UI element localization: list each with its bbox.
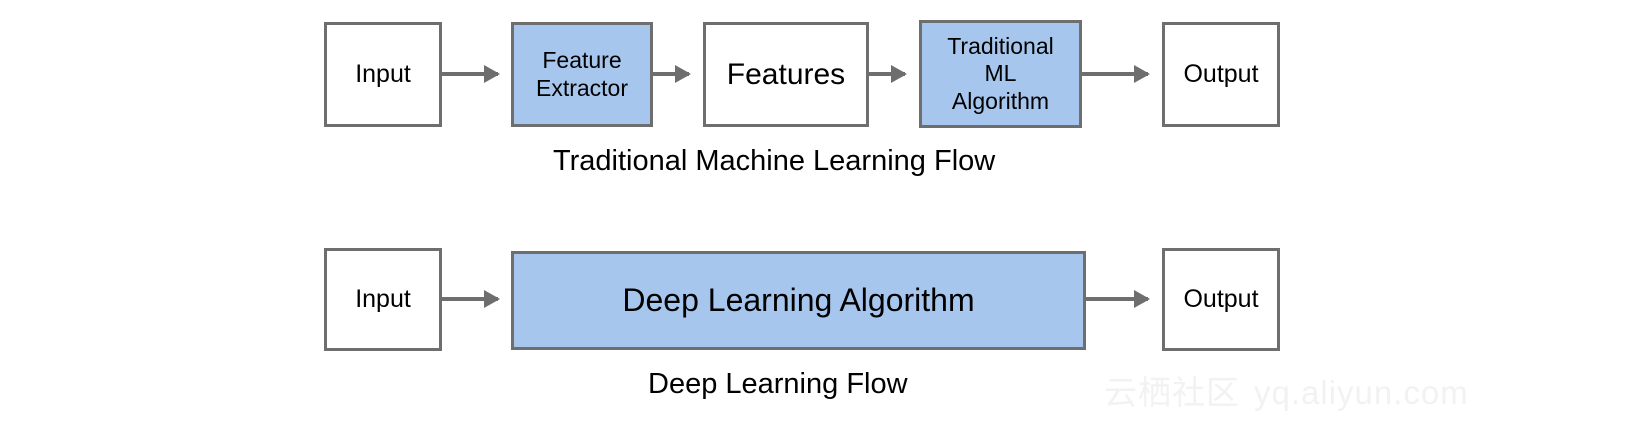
watermark-site-name-cn: 云栖社区	[1104, 374, 1240, 411]
node-input-deep-learning: Input	[324, 248, 442, 351]
node-output-deep-learning: Output	[1162, 248, 1280, 351]
arrow-traditional-ml-to-output	[1082, 72, 1148, 76]
arrow-input-to-feature-extractor	[442, 72, 498, 76]
node-traditional-ml-algorithm: Traditional ML Algorithm	[919, 20, 1082, 128]
watermark-site-url: yq.aliyun.com	[1254, 374, 1469, 411]
node-feature-extractor: Feature Extractor	[511, 22, 653, 127]
arrow-input-to-deep-learning-algorithm	[442, 297, 498, 301]
node-features: Features	[703, 22, 869, 127]
node-input-traditional: Input	[324, 22, 442, 127]
caption-deep-learning-flow: Deep Learning Flow	[648, 368, 908, 400]
arrow-feature-extractor-to-features	[653, 72, 689, 76]
watermark: 云栖社区 yq.aliyun.com	[1104, 366, 1469, 414]
node-deep-learning-algorithm: Deep Learning Algorithm	[511, 251, 1086, 350]
arrow-deep-learning-algorithm-to-output	[1086, 297, 1148, 301]
arrow-features-to-traditional-ml	[869, 72, 905, 76]
caption-traditional-machine-learning-flow: Traditional Machine Learning Flow	[553, 145, 996, 177]
node-output-traditional: Output	[1162, 22, 1280, 127]
